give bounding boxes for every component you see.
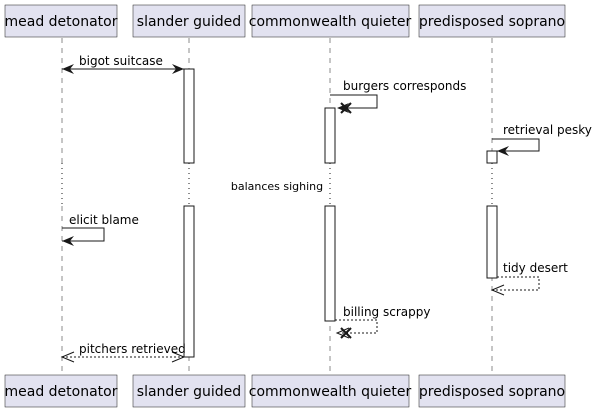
message-label: bigot suitcase	[79, 54, 163, 68]
participant-box	[4, 4, 118, 38]
message-label: elicit blame	[69, 213, 139, 227]
participant-box	[4, 374, 118, 408]
arrowhead-left-icon	[337, 103, 349, 113]
participant-slander-guided-bottom: slander guided	[132, 374, 246, 408]
participant-mead-detonator-bottom: mead detonator	[4, 374, 118, 408]
message-line	[492, 276, 540, 291]
participant-predisposed-soprano-bottom: predisposed soprano	[418, 374, 566, 408]
participant-commonwealth-quieter-bottom: commonwealth quieter	[249, 374, 412, 408]
message-label: burgers corresponds	[343, 79, 466, 93]
message-burgers-corresponds: burgers corresponds	[330, 79, 466, 114]
divider-label: balances sighing	[231, 180, 323, 193]
message-line	[330, 94, 378, 109]
message-retrieval-pesky: retrieval pesky	[492, 123, 592, 156]
participant-box	[132, 374, 246, 408]
message-tidy-desert: tidy desert	[490, 261, 568, 296]
activation-predisposed-soprano-lower	[486, 205, 498, 279]
arrowhead-left-icon	[62, 64, 74, 74]
arrowhead-left-icon	[497, 146, 509, 156]
participant-label: mead detonator	[5, 14, 118, 30]
arrowhead-open-icon	[335, 327, 350, 339]
participant-box	[418, 4, 566, 38]
message-label: pitchers retrieved	[79, 342, 186, 356]
participant-commonwealth-quieter-top: commonwealth quieter	[249, 4, 412, 38]
activation-predisposed-soprano	[486, 150, 498, 164]
arrowhead-right-icon	[172, 64, 184, 74]
participant-slander-guided-top: slander guided	[132, 4, 246, 38]
message-bigot-suitcase: bigot suitcase	[62, 54, 184, 74]
participant-label: predisposed soprano	[419, 14, 565, 30]
participant-box	[132, 4, 246, 38]
participant-label: mead detonator	[5, 384, 118, 400]
arrowhead-left-icon	[62, 236, 74, 246]
message-label: retrieval pesky	[503, 123, 592, 137]
arrowhead-open-right-icon	[171, 351, 186, 363]
activation-commonwealth-quieter-lower	[324, 205, 336, 322]
message-elicit-blame: elicit blame	[62, 213, 139, 246]
message-label: tidy desert	[503, 261, 568, 275]
message-pitchers-retrieved: pitchers retrieved	[60, 342, 186, 363]
participant-predisposed-soprano-top: predisposed soprano	[418, 4, 566, 38]
participant-mead-detonator-top: mead detonator	[4, 4, 118, 38]
activation-commonwealth-quieter	[324, 107, 336, 164]
activation-slander-guided	[183, 68, 195, 164]
message-line	[492, 138, 540, 152]
participant-label: commonwealth quieter	[249, 14, 412, 30]
destroy-icon	[340, 102, 352, 114]
participant-box	[251, 4, 410, 38]
message-line	[335, 319, 378, 334]
participant-box	[418, 374, 566, 408]
participant-label: commonwealth quieter	[249, 384, 412, 400]
participant-label: slander guided	[137, 14, 241, 30]
participant-box	[251, 374, 410, 408]
arrowhead-open-left-icon	[60, 351, 75, 363]
participant-label: slander guided	[137, 384, 241, 400]
participant-label: predisposed soprano	[419, 384, 565, 400]
message-line	[62, 227, 105, 242]
activation-slander-guided-lower	[183, 205, 195, 358]
message-label: billing scrappy	[343, 305, 430, 319]
message-billing-scrappy: billing scrappy	[335, 305, 430, 339]
arrowhead-open-icon	[490, 284, 505, 296]
destroy-icon	[340, 327, 352, 339]
